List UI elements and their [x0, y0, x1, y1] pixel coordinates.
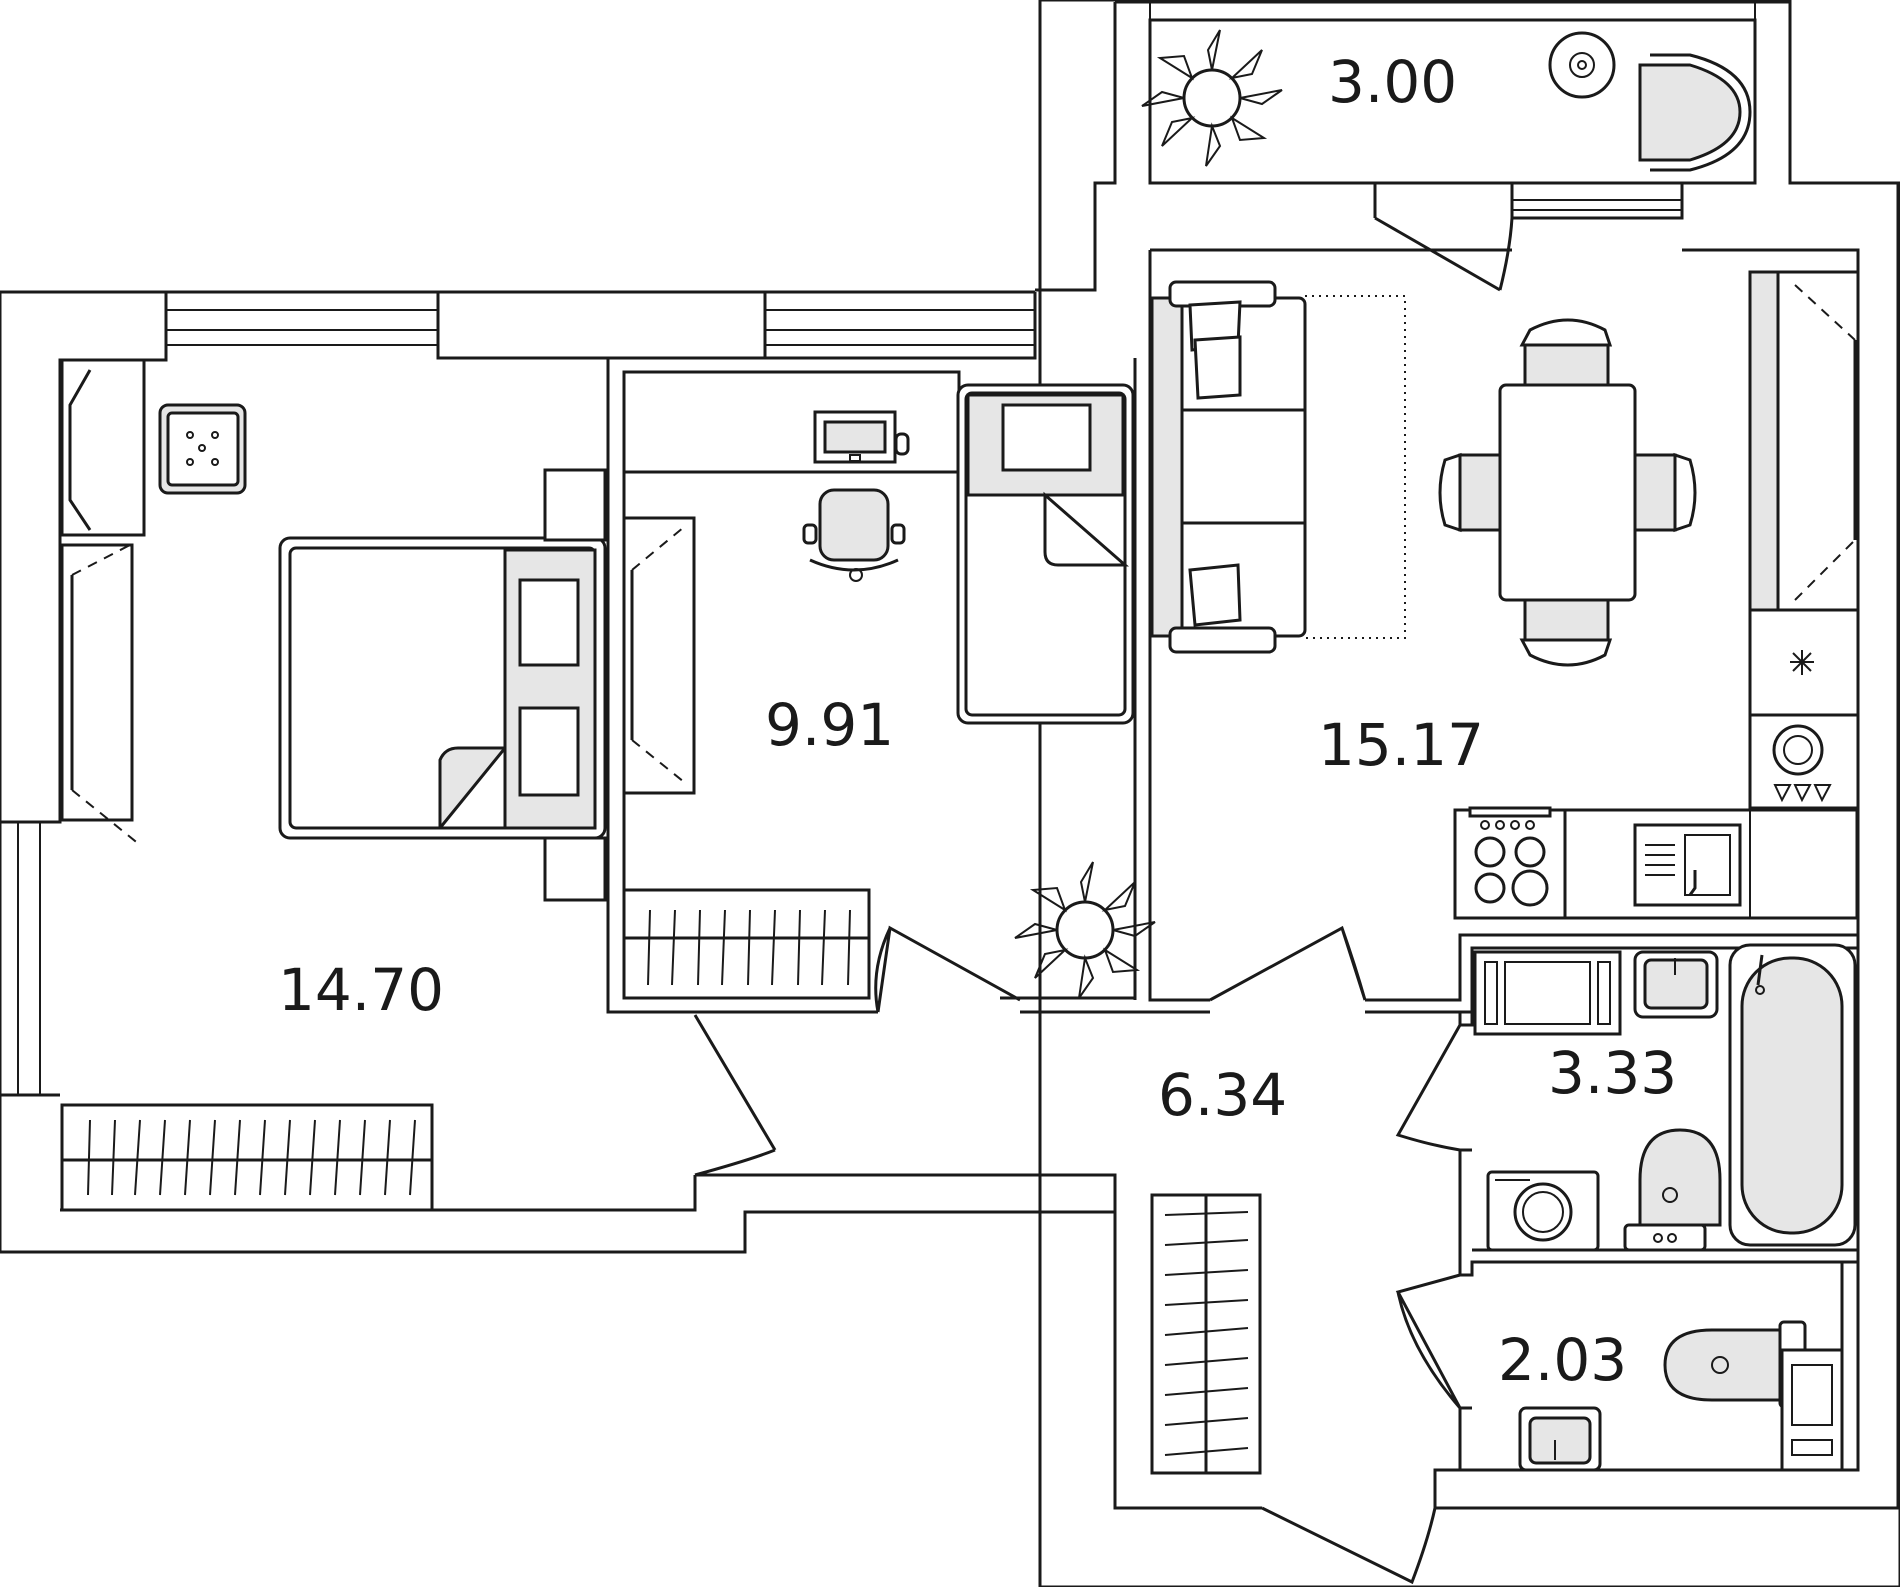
sofa-icon — [1148, 280, 1406, 654]
bath-sink-icon — [1633, 950, 1719, 1019]
kids-shelf-icon — [622, 888, 871, 1000]
bedroom-area: 14.70 — [278, 956, 444, 1024]
single-bed-icon — [956, 383, 1135, 725]
bathtub-icon — [1728, 943, 1857, 1247]
nightstand-icon — [158, 403, 247, 495]
plant-icon — [1141, 29, 1283, 167]
hallway-furniture — [1150, 1193, 1262, 1475]
living-kitchen-area: 15.17 — [1318, 711, 1484, 779]
balcony-furniture — [1141, 29, 1752, 172]
double-bed-icon — [278, 468, 607, 902]
dining-table-icon — [1438, 318, 1697, 667]
washing-machine-cabinet-icon — [1473, 950, 1622, 1036]
side-table-icon — [1548, 31, 1616, 99]
bathroom-furniture — [1473, 943, 1857, 1252]
armchair-icon — [1638, 53, 1752, 172]
desk-icon — [622, 370, 961, 474]
washing-machine-icon — [1486, 1170, 1600, 1252]
bathroom-area: 3.33 — [1548, 1039, 1677, 1107]
wardrobe-icon — [60, 358, 146, 846]
toilet-area: 2.03 — [1498, 1326, 1627, 1394]
toilet-icon — [1623, 1128, 1722, 1252]
kitchen-wardrobe-icon — [1748, 270, 1860, 612]
kitchen-counter-icon — [1453, 608, 1860, 920]
bedroom-furniture — [60, 358, 607, 1212]
hallway-area: 6.34 — [1158, 1061, 1287, 1129]
kids-wardrobe-icon — [622, 516, 696, 795]
windows — [17, 2, 1756, 1095]
boiler-icon — [1780, 1348, 1844, 1472]
kids-room-furniture — [622, 370, 1156, 1000]
desk-chair-icon — [802, 488, 906, 582]
bedroom-wardrobe-icon — [60, 1103, 434, 1212]
area-labels: 3.00 15.17 9.91 14.70 6.34 3.33 2.03 — [278, 48, 1677, 1394]
plant-icon-2 — [1014, 861, 1156, 999]
kids-room-area: 9.91 — [765, 691, 894, 759]
doors — [693, 216, 1514, 1585]
balcony-area: 3.00 — [1328, 48, 1457, 116]
living-kitchen-furniture — [1148, 270, 1860, 920]
toilet-sink-icon — [1518, 1406, 1602, 1472]
hallway-wardrobe-icon — [1150, 1193, 1262, 1475]
toilet-room-furniture — [1518, 1320, 1844, 1472]
